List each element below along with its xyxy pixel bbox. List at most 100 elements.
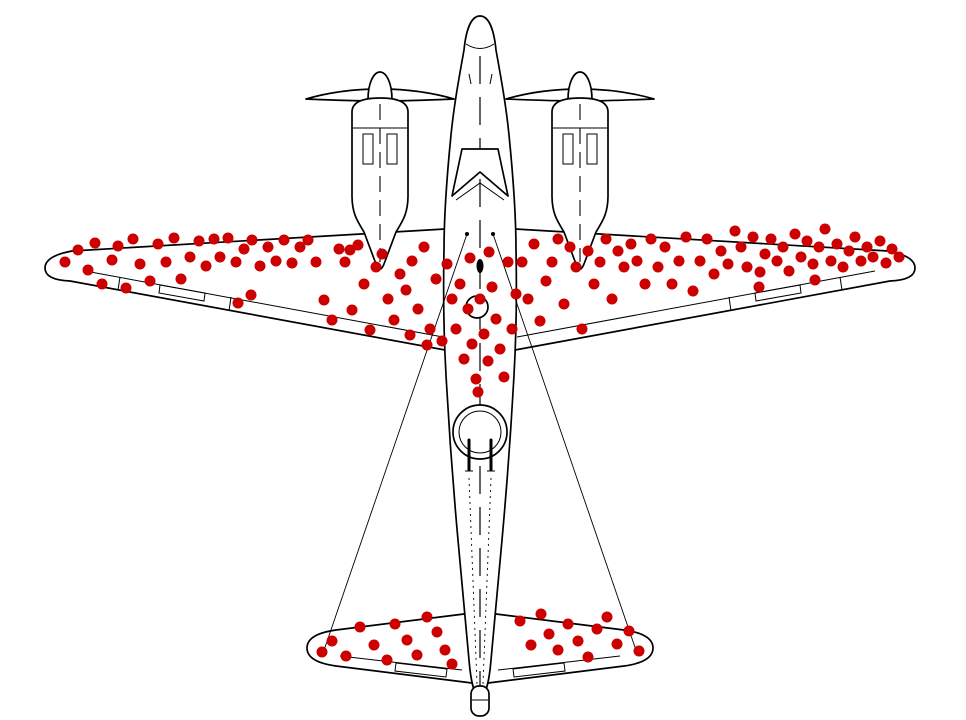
- bullet-hole-dot: [765, 233, 777, 245]
- left-elevator-hinge-line: [339, 655, 463, 671]
- bullet-hole-dot: [446, 293, 458, 305]
- bullet-hole-dot: [430, 273, 442, 285]
- bullet-hole-dot: [490, 313, 502, 325]
- bullet-hole-dot: [454, 278, 466, 290]
- bullet-hole-dot: [482, 355, 494, 367]
- bullet-hole-dot: [874, 235, 886, 247]
- bullet-hole-dot: [232, 297, 244, 309]
- bullet-hole-dot: [370, 261, 382, 273]
- bullet-hole-dot: [222, 232, 234, 244]
- bullet-hole-dot: [382, 293, 394, 305]
- bullet-hole-dot: [680, 231, 692, 243]
- bullet-hole-dot: [659, 241, 671, 253]
- bullet-hole-dot: [450, 323, 462, 335]
- bullet-hole-dot: [886, 243, 898, 255]
- bullet-hole-dot: [411, 649, 423, 661]
- bullet-hole-dot: [412, 303, 424, 315]
- bullet-hole-dot: [701, 233, 713, 245]
- left-engine: [305, 71, 455, 271]
- bullet-hole-dot: [270, 255, 282, 267]
- bullet-hole-dot: [406, 255, 418, 267]
- bullet-hole-dot: [478, 328, 490, 340]
- bullet-hole-dot: [193, 235, 205, 247]
- bullet-hole-dot: [789, 228, 801, 240]
- bullet-hole-dot: [326, 314, 338, 326]
- bullet-hole-dot: [364, 324, 376, 336]
- bullet-hole-dot: [318, 294, 330, 306]
- bullet-hole-dot: [633, 645, 645, 657]
- right-engine-detail-b: [586, 133, 598, 165]
- right-spinner: [567, 71, 593, 101]
- bullet-hole-dot: [352, 239, 364, 251]
- bullet-hole-dot: [474, 293, 486, 305]
- bullet-hole-dot: [381, 654, 393, 666]
- bullet-hole-dot: [535, 608, 547, 620]
- bullet-hole-dot: [729, 225, 741, 237]
- bullet-hole-dot: [843, 245, 855, 257]
- nose-mark-left: [468, 73, 472, 85]
- bullet-hole-dot: [502, 256, 514, 268]
- bullet-hole-dot: [855, 255, 867, 267]
- bullet-hole-dot: [286, 257, 298, 269]
- bullet-hole-dot: [639, 278, 651, 290]
- bullet-hole-dot: [666, 278, 678, 290]
- bullet-hole-dot: [735, 241, 747, 253]
- right-aileron-tick-outer: [839, 276, 843, 291]
- bullet-hole-dot: [439, 644, 451, 656]
- bullet-hole-dot: [754, 266, 766, 278]
- bullet-hole-dot: [326, 635, 338, 647]
- bullet-hole-dot: [591, 623, 603, 635]
- bullet-hole-dot: [262, 241, 274, 253]
- bullet-hole-dot: [552, 233, 564, 245]
- bullet-hole-dot: [294, 241, 306, 253]
- bullet-hole-dot: [576, 323, 588, 335]
- bullet-hole-dot: [747, 231, 759, 243]
- bullet-hole-dot: [801, 235, 813, 247]
- bullet-hole-dot: [486, 281, 498, 293]
- bullet-hole-dot: [344, 244, 356, 256]
- bullet-hole-dot: [594, 256, 606, 268]
- bullet-hole-dot: [528, 238, 540, 250]
- bullet-hole-dot: [160, 256, 172, 268]
- bullet-hole-dot: [652, 261, 664, 273]
- antenna-wires: [321, 233, 639, 685]
- bullet-hole-dot: [715, 245, 727, 257]
- bullet-hole-dot: [394, 268, 406, 280]
- bullet-hole-dot: [175, 273, 187, 285]
- bullet-hole-dot: [333, 243, 345, 255]
- bullet-hole-dot: [431, 626, 443, 638]
- bullet-hole-dot: [144, 275, 156, 287]
- antenna-wire-left: [321, 233, 468, 657]
- bullet-hole-dot: [421, 611, 433, 623]
- bullet-hole-dot: [558, 298, 570, 310]
- bullet-hole-dot: [546, 256, 558, 268]
- bullet-hole-dot: [708, 268, 720, 280]
- bullet-hole-dot: [540, 275, 552, 287]
- turret-outer-ring: [452, 404, 508, 460]
- bullet-hole-dot: [631, 255, 643, 267]
- bullet-hole-dot: [722, 258, 734, 270]
- bullet-hole-dot: [564, 241, 576, 253]
- bullet-hole-dot: [880, 257, 892, 269]
- bullet-hole-dot: [404, 329, 416, 341]
- bullet-hole-dot: [831, 238, 843, 250]
- bullet-hole-dot: [134, 258, 146, 270]
- bullet-hole-dot: [813, 241, 825, 253]
- bullet-hole-dot: [837, 261, 849, 273]
- bullet-hole-dot: [759, 248, 771, 260]
- bullet-hole-dot: [867, 251, 879, 263]
- right-elevator-hinge-line: [497, 655, 621, 671]
- tail-fin: [470, 685, 490, 717]
- bullet-hole-dot: [466, 338, 478, 350]
- bullet-hole-dot: [819, 223, 831, 235]
- bullet-hole-dot: [510, 288, 522, 300]
- bullet-hole-dot: [771, 255, 783, 267]
- nose-glazing-line: [465, 43, 495, 49]
- bullet-hole-dot: [418, 241, 430, 253]
- bullet-hole-dot: [625, 238, 637, 250]
- bullet-hole-dot: [753, 281, 765, 293]
- bullet-hole-dot: [777, 241, 789, 253]
- bullet-hole-dot: [464, 252, 476, 264]
- bullet-hole-dot: [316, 646, 328, 658]
